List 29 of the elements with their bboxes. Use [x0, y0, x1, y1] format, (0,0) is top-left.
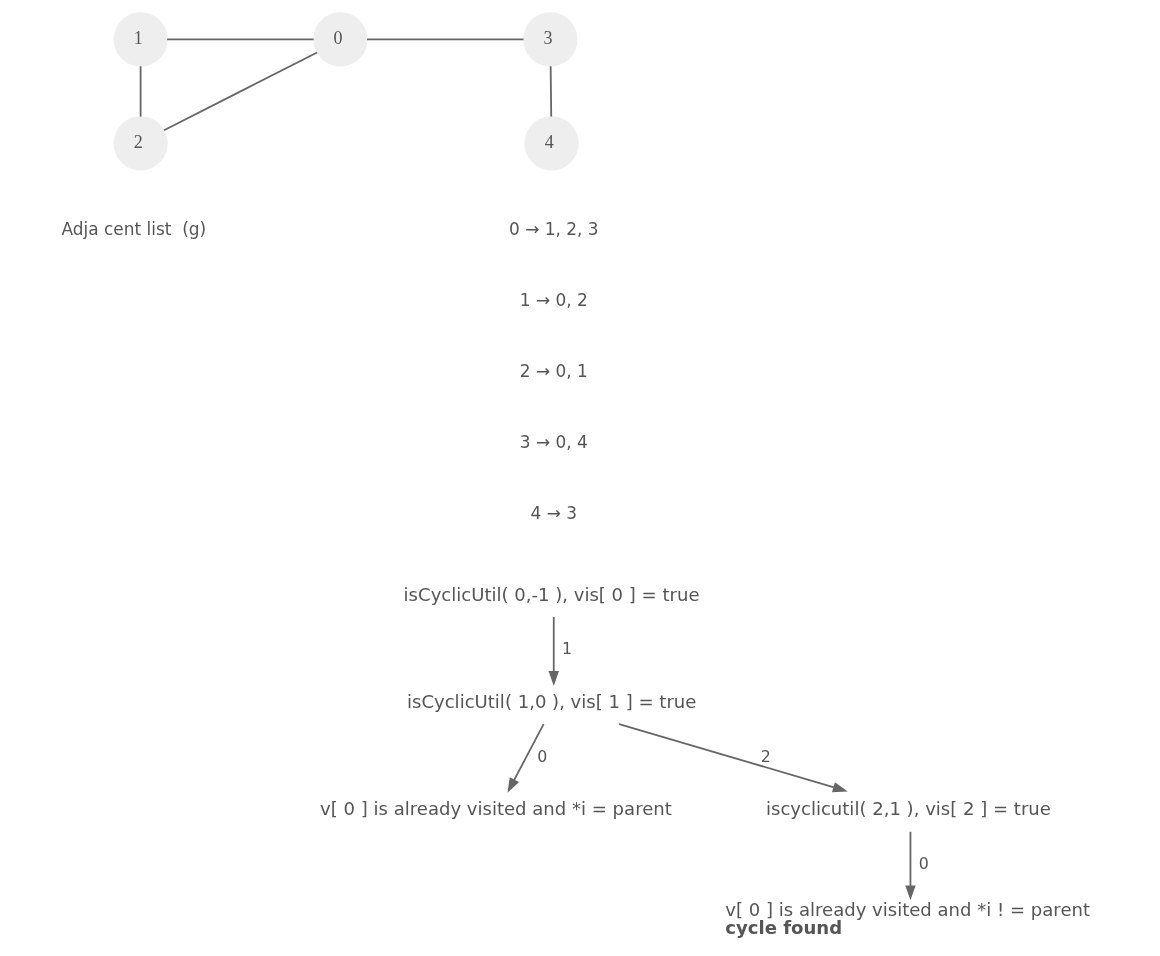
connector — [549, 65, 553, 118]
edge-label: 2 — [760, 746, 771, 766]
edge-label: 0 — [537, 746, 548, 766]
label: 4 → 3 — [530, 503, 577, 524]
arrow — [548, 616, 559, 686]
node-text: isCyclicUtil( 0,-1 ), vis[ 0 ] = true — [403, 583, 700, 605]
label: 2 → 0, 1 — [519, 360, 588, 381]
node-text: isCyclicUtil( 1,0 ), vis[ 1 ] = true — [407, 691, 697, 713]
connector — [163, 51, 318, 132]
connector — [139, 65, 142, 118]
label: 1 → 0, 2 — [519, 289, 588, 310]
label: 3 → 0, 4 — [519, 432, 588, 453]
node-circle: 0 — [313, 12, 368, 67]
edge-label: 1 — [562, 639, 573, 659]
label: Adja cent list (g) — [61, 218, 207, 239]
node-circle: 1 — [113, 12, 168, 67]
connector — [166, 38, 315, 41]
node-circle: 3 — [523, 12, 578, 67]
node-text: v[ 0 ] is already visited and *i ! = parent cycle found — [725, 898, 1091, 938]
arrow — [905, 830, 916, 901]
node-text: iscyclicutil( 2,1 ), vis[ 2 ] = true — [765, 798, 1051, 820]
arrow — [507, 723, 545, 793]
edge-label: 0 — [918, 853, 929, 873]
node-circle: 2 — [113, 116, 168, 171]
label: 0 → 1, 2, 3 — [508, 218, 599, 239]
arrow — [618, 723, 848, 793]
connector — [366, 38, 525, 41]
node-text: v[ 0 ] is already visited and *i = parent — [320, 798, 672, 820]
node-circle: 4 — [524, 116, 579, 171]
